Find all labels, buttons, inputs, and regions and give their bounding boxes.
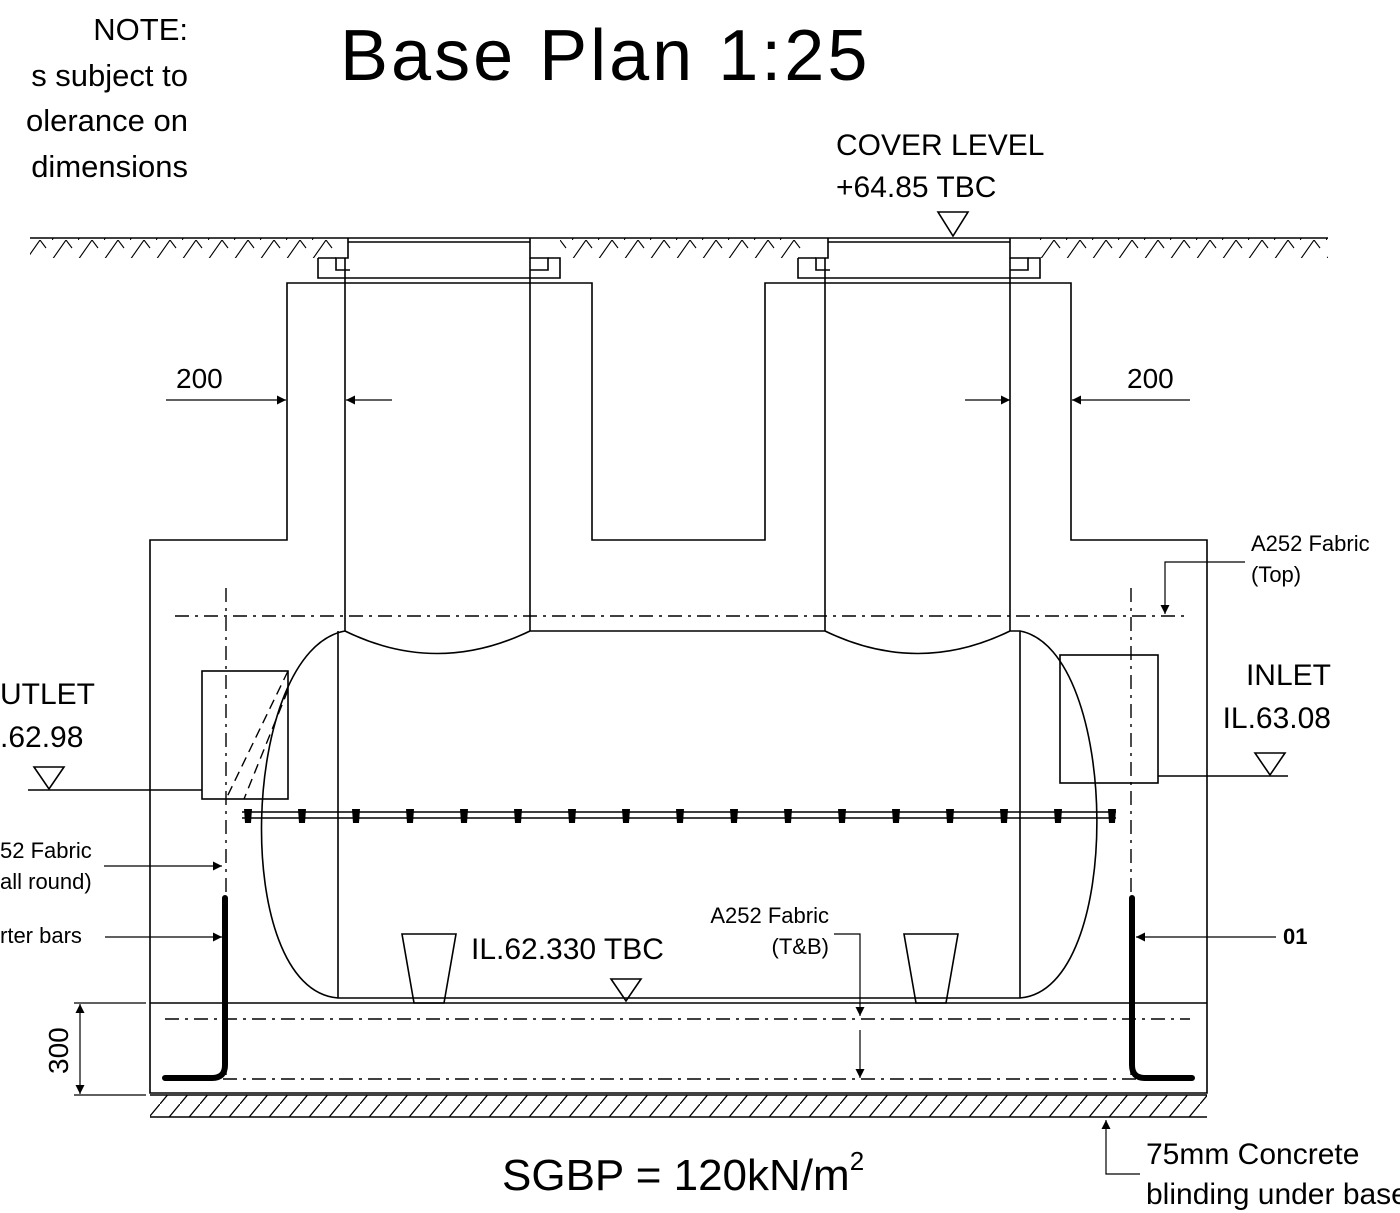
fabric-lines	[165, 588, 1190, 1080]
outlet-pipe	[201, 670, 289, 800]
fabric-top-line2: (Top)	[1251, 562, 1301, 587]
dim-base-value: 300	[43, 1027, 74, 1074]
access-shafts	[344, 258, 1011, 631]
invert-level-label: IL.62.330 TBC	[471, 933, 664, 966]
bar-mark-callout: 01	[1136, 924, 1307, 949]
bolt-icon	[946, 809, 954, 823]
fabric-top-callout: A252 Fabric (Top)	[1160, 531, 1370, 614]
bolt-icon	[514, 809, 522, 823]
dimension-base-thickness: 300	[43, 1002, 146, 1096]
outlet-triangle-icon	[32, 766, 66, 791]
bolt-icon	[730, 809, 738, 823]
fabric-tb-line1: A252 Fabric	[710, 903, 829, 928]
inlet-callout: INLET IL.63.08	[1158, 659, 1331, 777]
concrete-blinding	[150, 1094, 1207, 1118]
tie-bar	[242, 809, 1116, 823]
fabric-all-round-line2: all round)	[0, 869, 92, 894]
bolt-icon	[568, 809, 576, 823]
dim-right-value: 200	[1127, 363, 1174, 394]
tank-body	[260, 630, 1098, 999]
blinding-line2: blinding under base	[1146, 1178, 1400, 1211]
dimension-right-wall: 200	[965, 363, 1190, 405]
cover-level-label: COVER LEVEL	[836, 129, 1044, 162]
fabric-tb-callout: A252 Fabric (T&B)	[710, 903, 865, 1078]
blinding-line1: 75mm Concrete	[1146, 1138, 1359, 1171]
inlet-level: IL.63.08	[1223, 702, 1331, 735]
outlet-level: .62.98	[0, 721, 83, 754]
starter-bar-right	[1129, 895, 1195, 1081]
dim-left-value: 200	[176, 363, 223, 394]
bolt-icon	[892, 809, 900, 823]
fabric-all-round-line1: 52 Fabric	[0, 838, 92, 863]
note-line-3: dimensions	[31, 149, 188, 184]
inlet-pipe	[1059, 654, 1159, 784]
cover-level-value: +64.85 TBC	[836, 171, 996, 204]
cover-frame-left	[317, 238, 561, 279]
bolt-icon	[406, 809, 414, 823]
inlet-triangle-icon	[1253, 752, 1287, 777]
bolt-icon	[622, 809, 630, 823]
bolt-icon	[1000, 809, 1008, 823]
bolt-icon	[784, 809, 792, 823]
starter-bars-label: rter bars	[0, 923, 82, 948]
bolt-icon	[1108, 809, 1116, 823]
cover-frame-right	[797, 238, 1041, 279]
bolt-icon	[838, 809, 846, 823]
bolt-icon	[676, 809, 684, 823]
tank-feet	[401, 933, 959, 1004]
note-line-2: olerance on	[26, 103, 188, 138]
sgbp-label: SGBP = 120kN/m2	[502, 1146, 864, 1200]
bolt-icon	[298, 809, 306, 823]
drawing-title: Base Plan 1:25	[340, 16, 870, 96]
cover-level-marker: COVER LEVEL +64.85 TBC	[836, 129, 1044, 238]
outlet-label: UTLET	[0, 678, 95, 711]
invert-level-triangle-icon	[609, 978, 643, 1003]
bolt-icon	[460, 809, 468, 823]
bar-mark-label: 01	[1283, 924, 1307, 949]
fabric-all-round-callout: 52 Fabric all round)	[0, 838, 222, 894]
dimension-left-wall: 200	[166, 363, 392, 405]
cover-level-triangle-icon	[936, 211, 970, 238]
fabric-top-line1: A252 Fabric	[1251, 531, 1370, 556]
bolt-icon	[244, 809, 252, 823]
inlet-label: INLET	[1246, 659, 1331, 692]
outlet-callout: UTLET .62.98	[0, 678, 202, 791]
bolt-icon	[352, 809, 360, 823]
note-line-1: s subject to	[31, 58, 188, 93]
fabric-tb-line2: (T&B)	[772, 934, 829, 959]
ground-surface	[30, 237, 1328, 258]
concrete-surround	[149, 282, 1208, 1094]
note-heading: NOTE:	[93, 12, 188, 47]
invert-level-marker: IL.62.330 TBC	[471, 933, 664, 1003]
blinding-callout: 75mm Concrete blinding under base	[1101, 1120, 1400, 1211]
starter-bars-callout: rter bars	[0, 923, 222, 948]
bolt-icon	[1054, 809, 1062, 823]
starter-bar-left	[162, 895, 228, 1081]
note-block: NOTE: s subject to olerance on dimension…	[26, 12, 188, 184]
